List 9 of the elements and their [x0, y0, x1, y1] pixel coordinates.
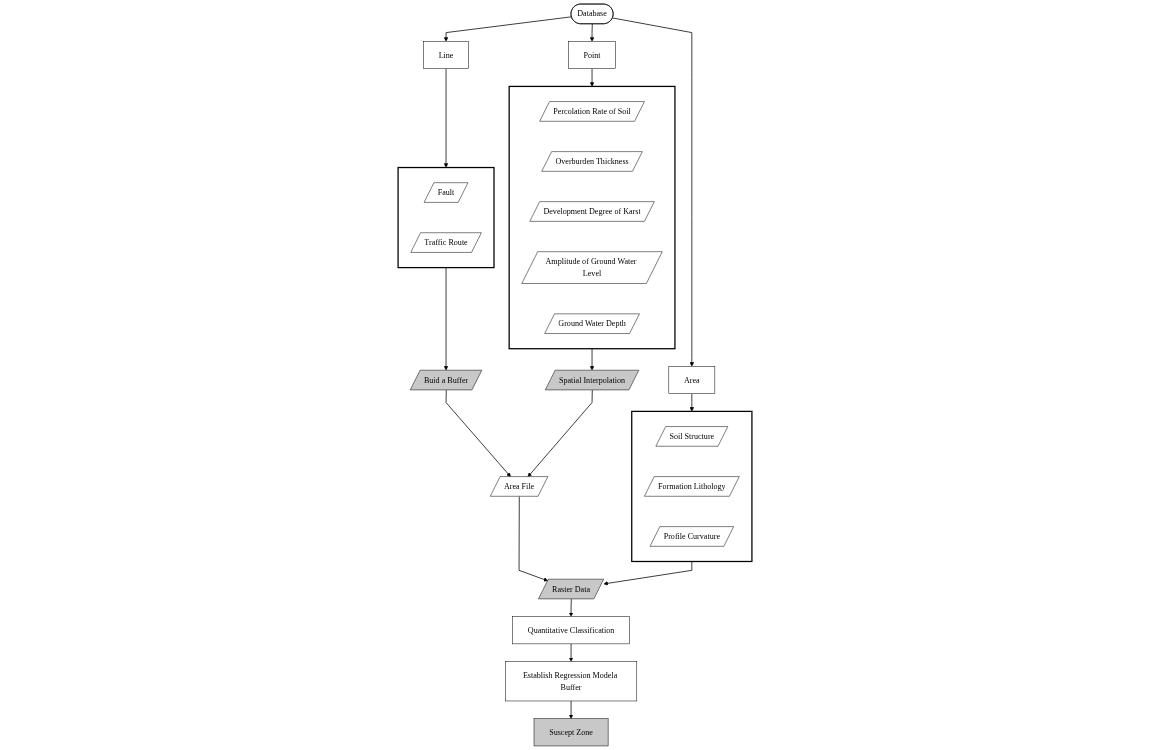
node-box: Suscept Zone [533, 718, 609, 747]
cluster [508, 85, 676, 350]
node-box: Establish Regression Modela Buffer [505, 661, 638, 702]
node-box: Area [668, 366, 716, 394]
cluster [397, 166, 495, 269]
node-box: Point [568, 41, 616, 69]
cluster [631, 410, 753, 563]
node-box: Quantitative Classification [512, 616, 630, 645]
node-box: Line [423, 41, 469, 69]
